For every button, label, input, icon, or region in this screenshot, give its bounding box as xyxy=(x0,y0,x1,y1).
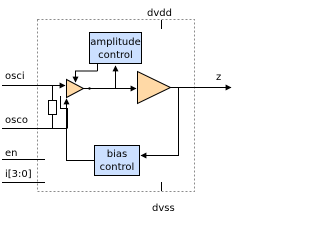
module-boundary xyxy=(37,19,195,192)
bias-control-block xyxy=(94,145,140,176)
junction-dot xyxy=(88,87,91,90)
feedback-resistor xyxy=(48,100,57,115)
amplitude-control-line1: amplitude xyxy=(90,37,141,48)
i-label: i[3:0] xyxy=(5,169,32,180)
bias-control-line1: bias xyxy=(107,149,127,160)
bias-to-amp xyxy=(63,98,94,161)
amplitude-control-block xyxy=(89,32,142,64)
amplitude-control-line2: control xyxy=(98,50,133,61)
dvss-label: dvss xyxy=(152,203,175,214)
osci-label: osci xyxy=(5,71,25,82)
oscillator-diagram: dvdd dvss amplitude control bias control… xyxy=(2,8,232,214)
amp-control-route xyxy=(72,70,98,83)
dvdd-label: dvdd xyxy=(147,8,172,19)
en-label: en xyxy=(5,148,18,159)
input-amplifier xyxy=(66,78,85,99)
z-label: z xyxy=(216,72,221,83)
bias-control-line2: control xyxy=(100,162,135,173)
output-buffer xyxy=(137,70,172,105)
osco-label: osco xyxy=(5,115,28,126)
amp-bias-tap xyxy=(60,96,68,109)
output-to-bias-feedback xyxy=(140,87,179,159)
